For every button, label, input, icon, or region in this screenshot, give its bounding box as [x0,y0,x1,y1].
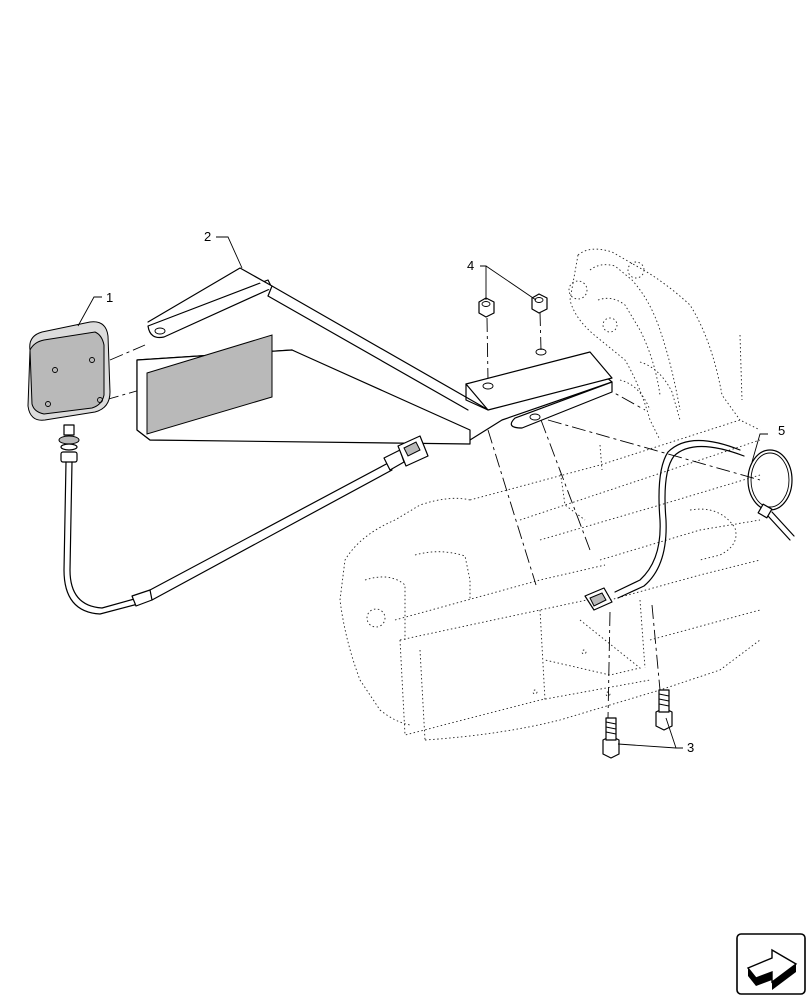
hex-nut-right[interactable] [531,293,548,314]
bolt-left[interactable] [602,717,620,759]
harness-cable [584,439,745,611]
callout-5: 5 [778,423,785,438]
bolt-right[interactable] [655,689,673,731]
work-lamp[interactable] [27,321,429,615]
next-page-arrow-icon[interactable] [736,933,806,995]
callout-4: 4 [467,258,474,273]
leader-lines [77,236,768,749]
callout-2: 2 [204,229,211,244]
machine-frame-outline [339,248,761,741]
callout-3: 3 [687,740,694,755]
cable-tie[interactable] [747,449,795,541]
callout-1: 1 [106,290,113,305]
callout-labels: 1 2 3 4 5 [106,229,785,755]
mounting-bracket[interactable] [136,267,613,445]
hex-nut-left[interactable] [478,297,495,318]
